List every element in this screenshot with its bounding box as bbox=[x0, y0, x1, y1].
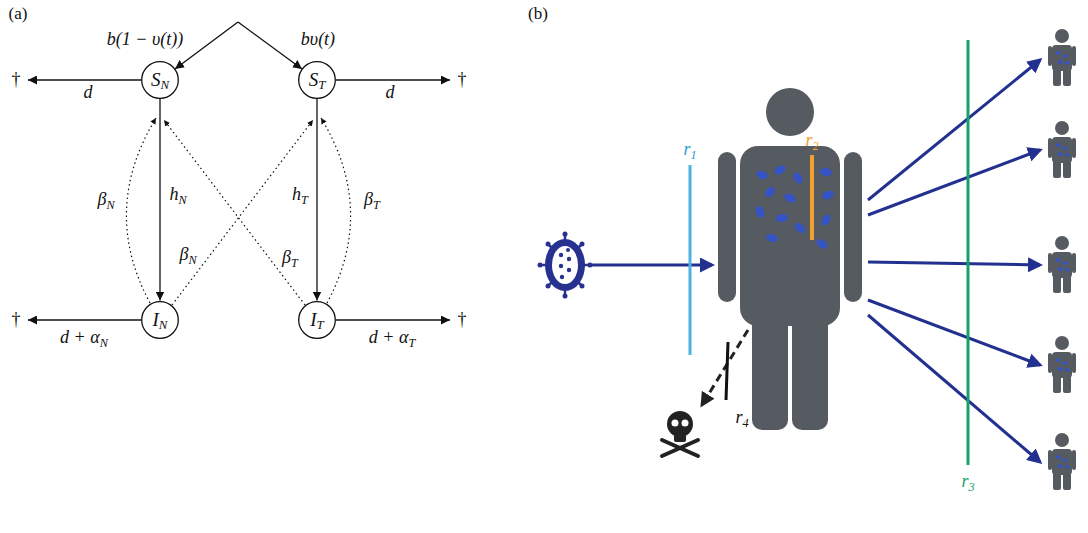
subscript: N bbox=[106, 198, 114, 212]
birth-arrow bbox=[175, 22, 238, 69]
subscript: 1 bbox=[690, 148, 696, 162]
math-label: d bbox=[386, 83, 395, 103]
math-label: † bbox=[12, 70, 21, 90]
math-label: (a) bbox=[9, 5, 28, 24]
state-name: SN bbox=[151, 70, 169, 91]
virus-spike-caps bbox=[538, 232, 593, 299]
math-label: † bbox=[458, 310, 467, 330]
math-label: † bbox=[12, 310, 21, 330]
transmission-arrows bbox=[868, 60, 1040, 462]
math-label: r2 bbox=[805, 131, 818, 151]
transmission-line bbox=[164, 120, 305, 305]
math-label: r1 bbox=[683, 140, 696, 160]
subscript: N bbox=[178, 193, 186, 207]
state-name: ST bbox=[309, 70, 326, 91]
virus-spikes bbox=[541, 235, 589, 295]
math-label: d bbox=[84, 83, 93, 103]
death-arrow bbox=[28, 319, 141, 320]
math-label: (b) bbox=[528, 5, 548, 24]
subscript: 4 bbox=[742, 416, 748, 430]
infection-arrow bbox=[592, 264, 712, 267]
circle-shape bbox=[142, 62, 179, 99]
subscript: T bbox=[373, 198, 380, 212]
transition-arrow bbox=[316, 99, 317, 301]
math-label: bυ(t) bbox=[301, 30, 335, 50]
subscript: N bbox=[159, 317, 168, 332]
barrier-r3 bbox=[967, 40, 970, 465]
state-name: IN bbox=[153, 310, 168, 331]
host-figure bbox=[718, 88, 862, 430]
virus-shell bbox=[545, 239, 585, 291]
death-arrow bbox=[28, 79, 141, 80]
subscript: N bbox=[188, 253, 196, 267]
transmission-line bbox=[172, 120, 313, 305]
subscript: N bbox=[160, 77, 169, 92]
rate-label: hN bbox=[169, 185, 186, 205]
subscript: T bbox=[318, 77, 325, 92]
flow-arrows bbox=[28, 22, 450, 320]
state-circle: IN bbox=[141, 301, 179, 339]
subscript: T bbox=[317, 317, 324, 332]
pathogen-cells bbox=[754, 164, 835, 251]
subscript: T bbox=[301, 193, 308, 207]
birth-arrow bbox=[238, 22, 302, 69]
circle-shape bbox=[299, 62, 336, 99]
death-arrow bbox=[336, 79, 450, 80]
subscript: T bbox=[291, 256, 298, 270]
circle-shape bbox=[142, 302, 179, 339]
transmission-curve bbox=[321, 118, 351, 303]
math-label: r4 bbox=[735, 408, 748, 428]
state-name: IT bbox=[310, 310, 324, 331]
state-circle: ST bbox=[298, 61, 336, 99]
rate-label: hT bbox=[292, 185, 308, 205]
state-circle: SN bbox=[141, 61, 179, 99]
math-label: βT bbox=[282, 248, 298, 268]
circle-shape bbox=[299, 302, 336, 339]
math-label: r3 bbox=[961, 472, 974, 492]
barrier-r4 bbox=[726, 342, 728, 400]
transmission-curve bbox=[126, 118, 156, 303]
virus-dots bbox=[559, 248, 571, 279]
math-label: † bbox=[458, 70, 467, 90]
virus-icon bbox=[538, 232, 593, 299]
subscript: 2 bbox=[812, 139, 818, 153]
math-label: d + αN bbox=[60, 328, 108, 348]
math-label: d + αT bbox=[369, 328, 415, 348]
barrier-r1 bbox=[689, 165, 692, 355]
barrier-r2 bbox=[810, 155, 814, 240]
death-arrow bbox=[336, 319, 450, 320]
math-label: βN bbox=[179, 245, 196, 265]
secondary-hosts bbox=[1048, 29, 1076, 490]
death-arrow bbox=[702, 330, 748, 405]
virus-core bbox=[552, 246, 578, 284]
state-circle: IT bbox=[298, 301, 336, 339]
subscript: T bbox=[408, 336, 415, 350]
math-label: βT bbox=[364, 190, 380, 210]
subscript: N bbox=[100, 336, 108, 350]
skull-icon bbox=[662, 411, 698, 456]
math-label: βN bbox=[97, 190, 114, 210]
subscript: 3 bbox=[968, 480, 974, 494]
transition-arrow bbox=[159, 99, 160, 301]
math-label: b(1 − υ(t)) bbox=[107, 30, 183, 50]
